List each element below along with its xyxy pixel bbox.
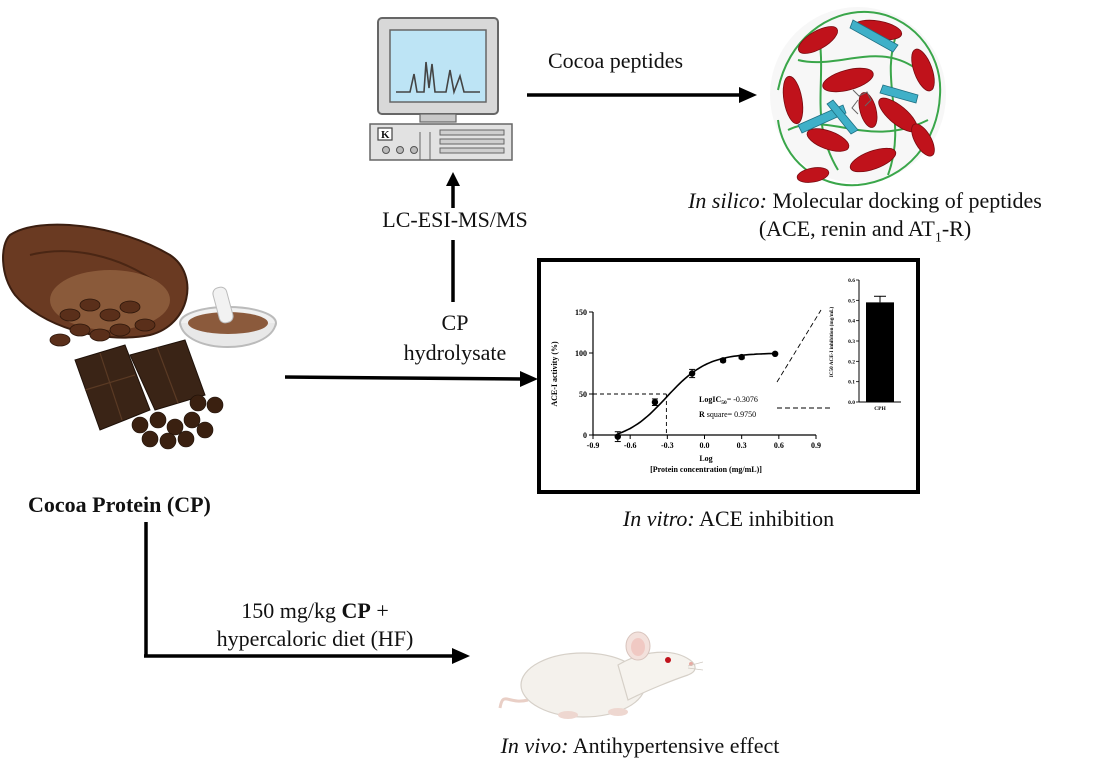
data-point [738, 353, 745, 361]
diet-label: hypercaloric diet (HF) [216, 626, 414, 651]
dose-bold: CP [341, 598, 371, 623]
in-silico-text: Molecular docking of peptides [766, 188, 1042, 213]
main-y-tick-label: 100 [575, 349, 587, 358]
inset-bar [866, 302, 894, 402]
main-y-tick-label: 50 [579, 390, 587, 399]
in-silico-caption: In silico: Molecular docking of peptides [630, 188, 1100, 214]
main-x-tick-label: -0.9 [587, 441, 600, 450]
rat-image [498, 631, 703, 719]
in-vivo-label: In vivo: [500, 733, 569, 758]
main-x-label-2: [Protein concentration (mg/mL)] [650, 465, 762, 474]
inset-y-tick-label: 0.5 [848, 298, 855, 304]
in-silico-label: In silico: [688, 188, 767, 213]
data-point [651, 399, 659, 406]
arrow-to-computer [446, 172, 460, 208]
inset-y-label: IC50 ACE-I inhibition (mg/mL) [828, 306, 835, 377]
main-x-label-1: Log [699, 454, 712, 463]
inset-y-tick-label: 0.6 [848, 278, 855, 284]
main-y-label: ACE-I activity (%) [550, 341, 559, 407]
main-x-tick-label: 0.6 [774, 441, 784, 450]
inset-category-label: CPH [874, 406, 886, 412]
data-point [771, 350, 779, 358]
main-x-tick-label: -0.6 [624, 441, 637, 450]
dose-pre: 150 mg/kg [241, 598, 342, 623]
cocoa-protein-label: Cocoa Protein (CP) [28, 492, 211, 517]
in-vitro-caption: In vitro: ACE inhibition [537, 506, 920, 532]
inset-y-tick-label: 0.1 [848, 380, 855, 386]
main-y-tick-label: 0 [583, 431, 587, 440]
computer-icon: K [369, 17, 513, 161]
inset-y-tick-label: 0.3 [848, 339, 855, 345]
logic50-annotation: LogIC50= -0.3076 [699, 395, 758, 406]
in-vitro-text: ACE inhibition [694, 506, 835, 531]
cocoa-photo [0, 215, 285, 455]
in-vitro-chart: 0 50 100 150 -0.9 -0.6 -0.3 0.0 0.3 0.6 0.9 ACE-I… [550, 278, 901, 474]
inset-y-tick-label: 0.0 [848, 400, 855, 406]
main-y-tick-label: 150 [575, 308, 587, 317]
arrow-to-rat [144, 522, 470, 664]
lcms-label: LC-ESI-MS/MS [382, 207, 528, 232]
main-x-tick-label: 0.3 [737, 441, 747, 450]
in-silico-targets-post: -R) [941, 216, 972, 241]
data-point [614, 433, 621, 440]
dose-post: + [370, 598, 389, 623]
in-vitro-label: In vitro: [622, 506, 695, 531]
dose-label: 150 mg/kg CP + [180, 598, 450, 624]
main-x-tick-label: 0.0 [700, 441, 710, 450]
hydrolysate-label: hydrolysate [403, 340, 507, 365]
in-silico-targets: (ACE, renin and AT1-R) [630, 216, 1100, 251]
inset-connector-top [776, 309, 822, 383]
in-silico-targets-sub: 1 [934, 230, 942, 246]
in-vivo-caption: In vivo: Antihypertensive effect [420, 733, 860, 759]
in-silico-targets-pre: (ACE, renin and AT [758, 216, 935, 241]
data-point [688, 370, 696, 377]
in-vitro-chart-box: 0 50 100 150 -0.9 -0.6 -0.3 0.0 0.3 0.6 0.9 ACE-I… [537, 258, 920, 494]
screen [389, 29, 487, 103]
inset-y-tick-label: 0.4 [848, 319, 855, 325]
cp-label: CP [441, 310, 469, 335]
rsquare-annotation: R square= 0.9750 [699, 410, 756, 419]
protein-structure-icon [770, 7, 946, 187]
arrow-to-protein [527, 87, 757, 103]
computer-key-label: K [381, 129, 390, 141]
in-vivo-text: Antihypertensive effect [568, 733, 780, 758]
main-x-tick-label: -0.3 [661, 441, 674, 450]
arrow-to-chart [282, 371, 538, 387]
main-x-tick-label: 0.9 [811, 441, 821, 450]
connector-line [451, 240, 455, 302]
cocoa-peptides-label: Cocoa peptides [548, 48, 684, 73]
inset-y-tick-label: 0.2 [848, 359, 855, 365]
data-point [719, 357, 727, 364]
fit-curve [617, 352, 774, 435]
